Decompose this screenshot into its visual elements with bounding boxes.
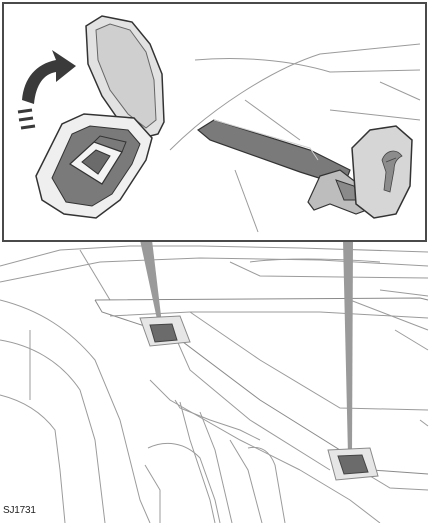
pointer-left	[140, 240, 162, 324]
pointer-right	[343, 240, 353, 455]
figure-reference-code: SJ1731	[3, 505, 36, 516]
anchor-point-left	[140, 316, 190, 346]
parcel-shelf-scene	[0, 246, 428, 523]
anchor-point-right	[328, 448, 378, 480]
detail-inset	[3, 3, 426, 241]
